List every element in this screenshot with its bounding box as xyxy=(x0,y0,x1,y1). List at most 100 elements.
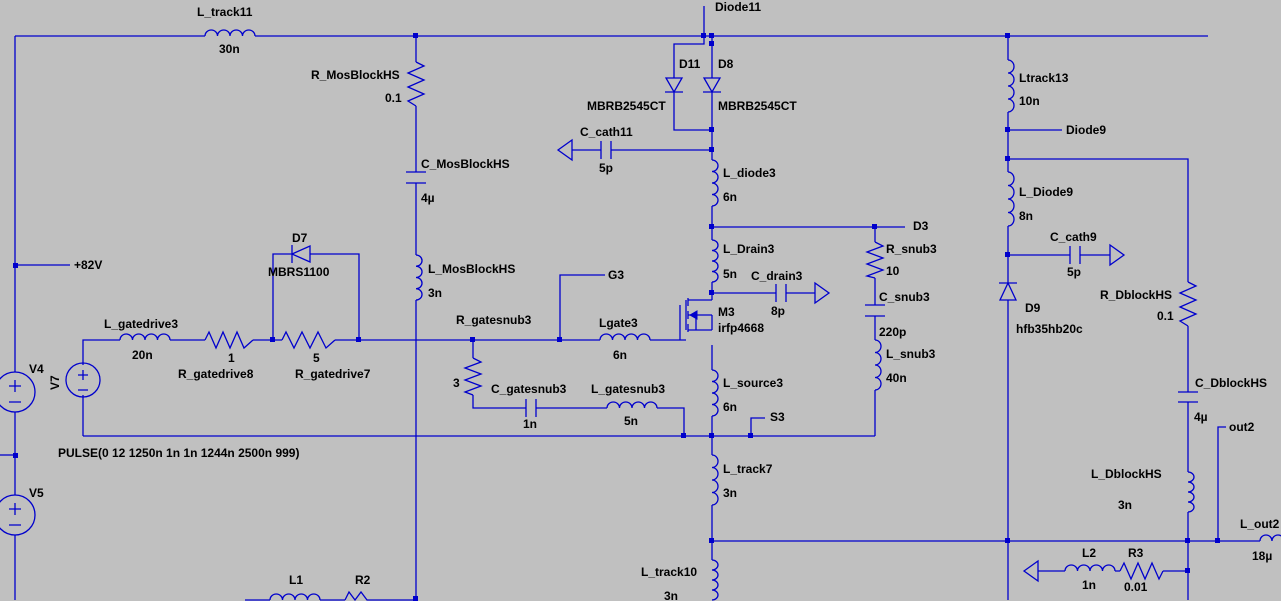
label-l-out2: L_out2 xyxy=(1240,517,1280,531)
label-l-gatesnub3: L_gatesnub3 xyxy=(591,382,665,396)
net-label-g3: G3 xyxy=(608,268,624,282)
resistor-r2 xyxy=(344,590,373,601)
net-label-82v: +82V xyxy=(74,258,102,272)
label-r-gatedrive7-value: 5 xyxy=(313,351,320,365)
ground-arrow-c-cath11 xyxy=(556,138,573,162)
label-d7-model: MBRS1100 xyxy=(268,265,330,279)
label-c-cath9-value: 5p xyxy=(1067,265,1081,279)
inductor-l-snub3 xyxy=(874,339,882,391)
resistor-r-gatesnub3 xyxy=(463,357,483,396)
label-c-dblockhs-value: 4µ xyxy=(1194,410,1208,424)
label-l-track7: L_track7 xyxy=(723,462,773,476)
inductor-l1 xyxy=(269,593,321,601)
label-l-out2-value: 18µ xyxy=(1252,549,1272,563)
diode-d11 xyxy=(664,77,684,94)
label-r3-value: 0.01 xyxy=(1124,580,1148,594)
wires xyxy=(0,6,1260,601)
label-r-gatesnub3-value: 3 xyxy=(453,376,460,390)
net-label-d3: D3 xyxy=(913,219,929,233)
label-l-gatedrive3-value: 20n xyxy=(132,348,153,362)
label-ltrack13: Ltrack13 xyxy=(1019,71,1069,85)
label-c-cath11-value: 5p xyxy=(599,161,613,175)
label-r-gatesnub3: R_gatesnub3 xyxy=(456,313,532,327)
label-d7: D7 xyxy=(292,231,308,245)
label-c-snub3: C_snub3 xyxy=(879,290,930,304)
label-m3: M3 xyxy=(718,305,735,319)
resistor-r-gatedrive7 xyxy=(281,330,336,350)
label-v7: V7 xyxy=(48,375,62,390)
label-l-source3-value: 6n xyxy=(723,400,737,414)
label-r-dblockhs: R_DblockHS xyxy=(1100,288,1172,302)
inductor-l2 xyxy=(1064,564,1116,572)
inductor-l-dblockhs xyxy=(1187,471,1195,513)
label-v5: V5 xyxy=(29,486,44,500)
ground-arrow-c-cath9 xyxy=(1109,243,1126,267)
resistor-r-mosblockhs xyxy=(406,61,426,107)
label-c-snub3-value: 220p xyxy=(879,325,906,339)
labels: L_track11 30n Diode11 R_MosBlockHS 0.1 C… xyxy=(29,0,1280,601)
components xyxy=(0,29,1281,601)
label-pulse-spec: PULSE(0 12 1250n 1n 1n 1244n 2500n 999) xyxy=(58,446,299,460)
label-l-drain3: L_Drain3 xyxy=(723,242,775,256)
label-l-gatesnub3-value: 5n xyxy=(624,414,638,428)
label-r-mosblockhs-value: 0.1 xyxy=(385,91,402,105)
inductor-l-gatesnub3 xyxy=(606,401,658,409)
label-r-gatedrive7: R_gatedrive7 xyxy=(295,367,371,381)
inductor-ltrack13 xyxy=(1007,59,1015,113)
net-label-diode11: Diode11 xyxy=(715,0,761,14)
voltage-source-v4 xyxy=(0,371,36,413)
label-l2-value: 1n xyxy=(1082,578,1096,592)
label-c-gatesnub3: C_gatesnub3 xyxy=(491,382,567,396)
inductor-l-drain3 xyxy=(711,239,719,283)
voltage-source-v5 xyxy=(0,494,36,536)
inductor-l-diode3 xyxy=(711,159,719,207)
label-c-dblockhs: C_DblockHS xyxy=(1195,376,1267,390)
mosfet-m3 xyxy=(685,298,712,332)
resistor-r-gatedrive8 xyxy=(204,330,254,350)
resistor-r3 xyxy=(1119,561,1164,581)
capacitor-c-dblockhs xyxy=(1178,391,1198,403)
label-l-drain3-value: 5n xyxy=(723,267,737,281)
diode-d7 xyxy=(290,244,311,264)
label-l-mosblockhs-value: 3n xyxy=(428,286,442,300)
label-d11-model: MBRB2545CT xyxy=(587,99,666,113)
label-l-track11: L_track11 xyxy=(197,5,253,19)
label-l-diode3: L_diode3 xyxy=(723,166,776,180)
label-l-track11-value: 30n xyxy=(219,42,240,56)
label-r-dblockhs-value: 0.1 xyxy=(1157,309,1174,323)
capacitor-c-cath11 xyxy=(600,141,612,159)
voltage-source-v7 xyxy=(65,362,101,398)
net-label-diode9: Diode9 xyxy=(1066,123,1106,137)
net-label-s3: S3 xyxy=(770,410,785,424)
label-l-gatedrive3: L_gatedrive3 xyxy=(104,317,178,331)
label-r-mosblockhs: R_MosBlockHS xyxy=(311,68,400,82)
label-d9: D9 xyxy=(1025,301,1041,315)
label-l-snub3-value: 40n xyxy=(886,371,907,385)
label-l1: L1 xyxy=(289,573,303,587)
label-l-diode3-value: 6n xyxy=(723,190,737,204)
capacitor-c-gatesnub3 xyxy=(525,399,537,417)
label-r-snub3-value: 10 xyxy=(886,264,900,278)
label-l-dblockhs-value: 3n xyxy=(1118,498,1132,512)
inductor-l-diode9 xyxy=(1007,171,1015,227)
diode-d9 xyxy=(998,281,1018,301)
capacitor-c-drain3 xyxy=(775,284,787,302)
label-c-cath9: C_cath9 xyxy=(1050,230,1097,244)
capacitor-c-mosblockhs xyxy=(406,171,426,184)
resistor-r-snub3 xyxy=(864,241,885,279)
label-d11: D11 xyxy=(679,57,701,71)
label-r2: R2 xyxy=(355,573,371,587)
label-r-gatedrive8-value: 1 xyxy=(228,351,235,365)
label-ltrack13-value: 10n xyxy=(1019,94,1040,108)
junctions xyxy=(13,33,1220,601)
label-l-dblockhs: L_DblockHS xyxy=(1091,467,1162,481)
label-c-gatesnub3-value: 1n xyxy=(523,417,537,431)
ground-arrow-l2 xyxy=(1022,559,1039,583)
label-l-mosblockhs: L_MosBlockHS xyxy=(428,262,515,276)
label-l-source3: L_source3 xyxy=(723,376,783,390)
label-r-snub3: R_snub3 xyxy=(886,242,937,256)
label-c-mosblockhs-value: 4µ xyxy=(421,191,435,205)
ground-arrow-c-drain3 xyxy=(814,281,831,305)
inductor-l-gatedrive3 xyxy=(119,333,171,341)
label-l-track7-value: 3n xyxy=(723,486,737,500)
